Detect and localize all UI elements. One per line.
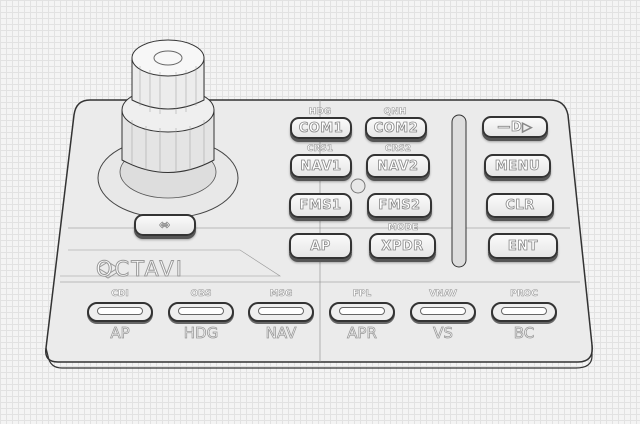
msg-nav-button[interactable] (248, 302, 314, 322)
proc-bc-button[interactable] (491, 302, 557, 322)
ap-key-button[interactable]: AP (289, 233, 352, 259)
direct-to-button[interactable]: —D▷ (482, 116, 548, 138)
rotary-knob[interactable] (121, 39, 215, 173)
bottom-top-label: PROC (510, 289, 538, 300)
nav1-sub-label: CRS1 (306, 144, 334, 155)
obs-hdg-button[interactable] (168, 302, 234, 322)
xpdr-button[interactable]: XPDR (369, 233, 436, 259)
slider-track[interactable] (451, 114, 467, 268)
bottom-main-label: HDG (183, 324, 219, 343)
fms1-button[interactable]: FMS1 (289, 193, 352, 218)
nav2-sub-label: CRS2 (384, 144, 412, 155)
nav1-button[interactable]: NAV1 (290, 154, 352, 178)
bottom-top-label: OBS (190, 289, 212, 300)
clr-button[interactable]: CLR (486, 193, 554, 218)
swap-button[interactable]: ⇔ (134, 214, 196, 236)
com1-button[interactable]: COM1 (290, 117, 352, 139)
com2-button[interactable]: COM2 (365, 117, 427, 139)
vnav-vs-button[interactable] (410, 302, 476, 322)
bottom-main-label: AP (110, 324, 130, 343)
bottom-top-label: CDI (111, 289, 129, 300)
cdi-ap-button[interactable] (87, 302, 153, 322)
ent-button[interactable]: ENT (488, 233, 558, 259)
com1-sub-label: HDG (308, 107, 332, 118)
nav2-button[interactable]: NAV2 (366, 154, 430, 178)
brand-logo: OCTAVI (96, 257, 184, 282)
com2-sub-label: QNH (383, 107, 407, 118)
bottom-main-label: APR (347, 324, 378, 343)
fpl-apr-button[interactable] (329, 302, 395, 322)
bottom-main-label: VS (433, 324, 454, 343)
bottom-main-label: NAV (265, 324, 297, 343)
xpdr-sub-label: MODE (387, 223, 419, 234)
bottom-top-label: MSG (269, 289, 293, 300)
octavi-logo-icon (97, 261, 119, 279)
bottom-main-label: BC (513, 324, 535, 343)
menu-button[interactable]: MENU (484, 154, 551, 178)
bottom-top-label: VNAV (429, 289, 457, 300)
bottom-top-label: FPL (352, 289, 372, 300)
fms2-button[interactable]: FMS2 (367, 193, 432, 218)
status-led (350, 178, 366, 194)
